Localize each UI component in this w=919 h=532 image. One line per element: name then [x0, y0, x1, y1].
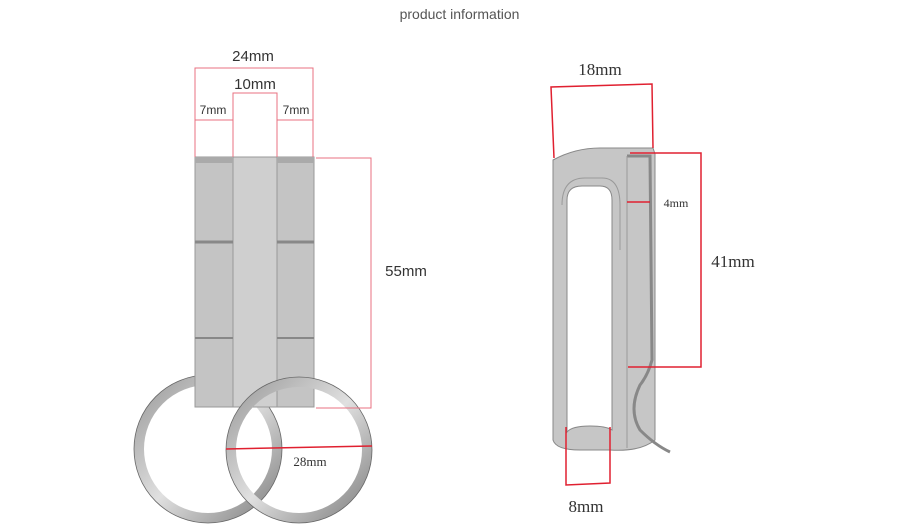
front-view: 24mm 10mm 7mm 7mm 55mm 28mm: [133, 48, 427, 524]
dim-depth: 18mm: [578, 60, 621, 79]
dim-ring-diameter: 28mm: [293, 454, 326, 469]
dim-total-width: 24mm: [232, 48, 274, 65]
dim-left-width: 7mm: [200, 103, 227, 117]
dim-clip-length: 41mm: [711, 252, 754, 271]
page-title: product information: [399, 6, 520, 22]
side-view: 18mm 4mm 41mm 8mm: [550, 60, 755, 516]
dim-right-width: 7mm: [283, 103, 310, 117]
dim-height: 55mm: [385, 263, 427, 280]
dim-gap: 4mm: [664, 196, 689, 210]
dim-center-width: 10mm: [234, 76, 276, 93]
dim-opening: 8mm: [569, 497, 604, 516]
key-ring-right: [226, 377, 372, 523]
plate-body: [194, 156, 315, 408]
